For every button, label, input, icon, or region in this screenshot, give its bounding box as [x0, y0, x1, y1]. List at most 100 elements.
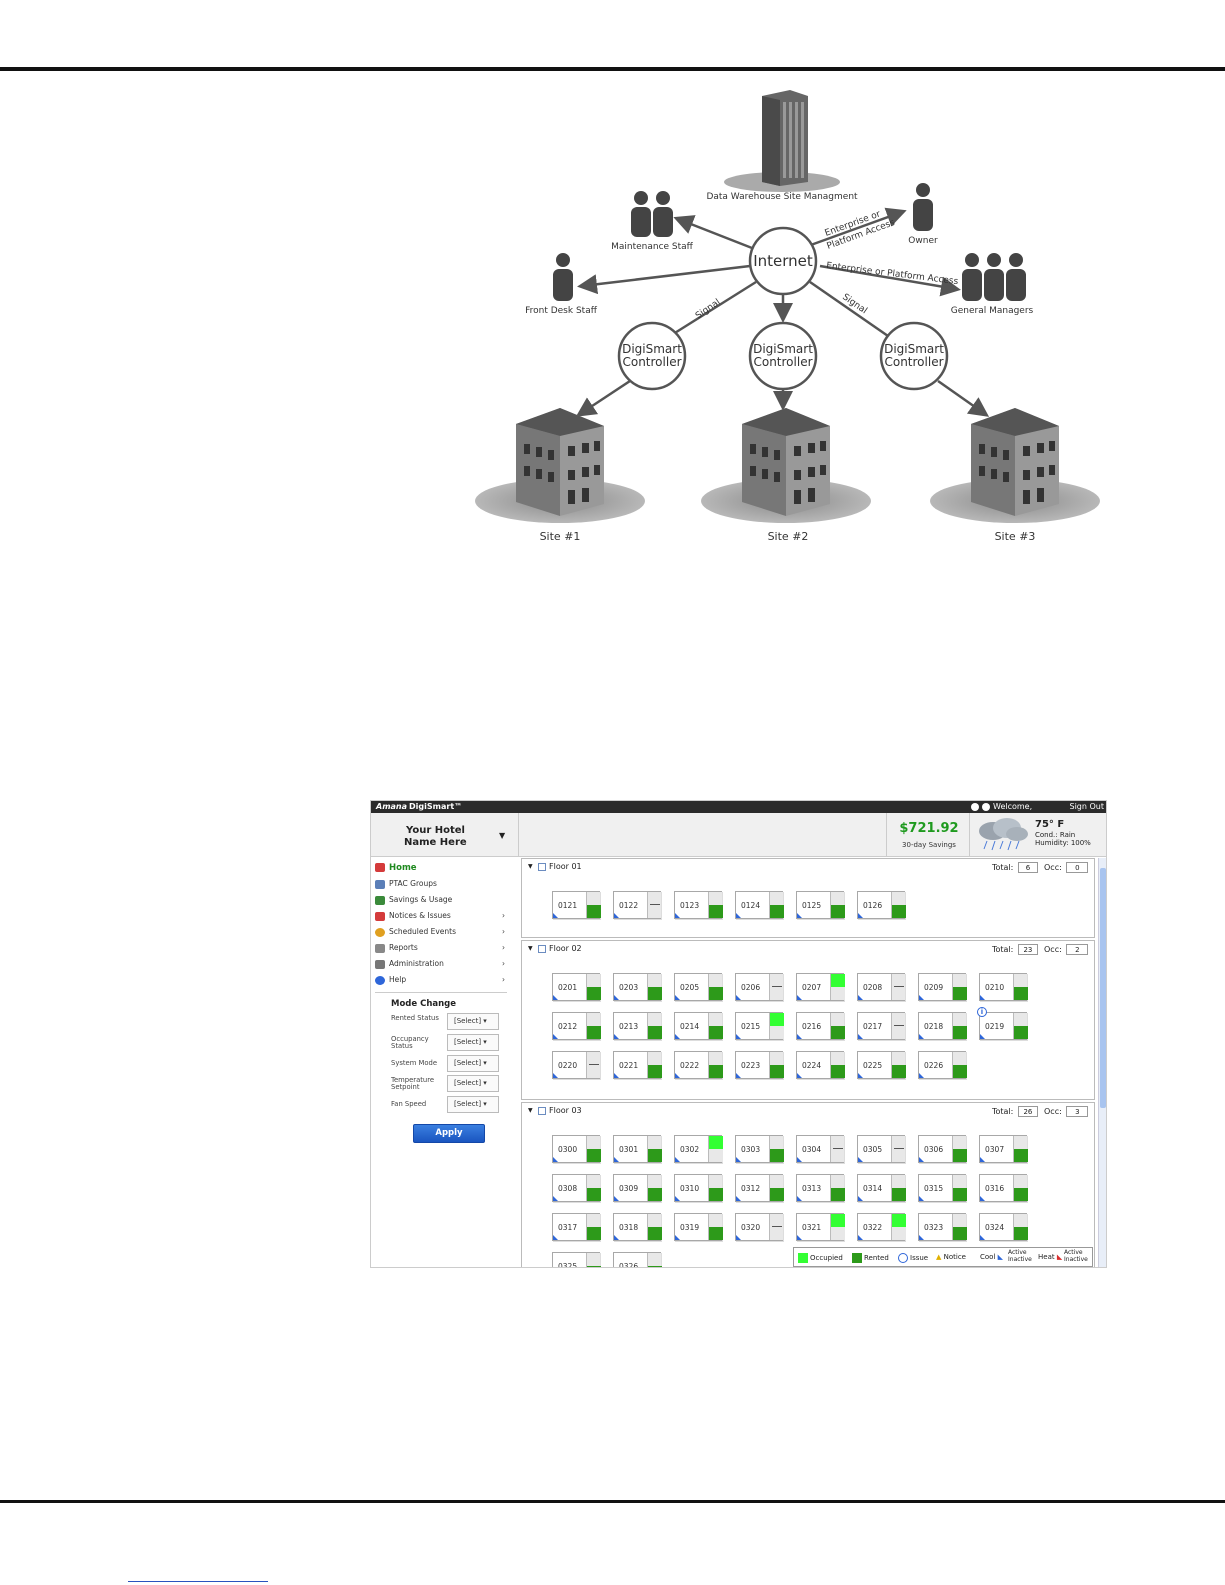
- room-tile[interactable]: 0212: [552, 1012, 601, 1040]
- room-tile[interactable]: 0210: [979, 973, 1028, 1001]
- room-tile[interactable]: 0302: [674, 1135, 723, 1163]
- room-tile[interactable]: 0205: [674, 973, 723, 1001]
- room-tile[interactable]: 0225: [857, 1051, 906, 1079]
- cool-mode-icon: [797, 1073, 802, 1078]
- room-tile[interactable]: 0326: [613, 1252, 662, 1267]
- room-tile[interactable]: 0307: [979, 1135, 1028, 1163]
- room-tile[interactable]: 0304: [796, 1135, 844, 1163]
- floor-checkbox[interactable]: [538, 945, 546, 953]
- room-tile[interactable]: 0301: [613, 1135, 662, 1163]
- room-tile[interactable]: 0309: [613, 1174, 662, 1202]
- room-tile[interactable]: 0318: [613, 1213, 662, 1241]
- cool-mode-icon: [797, 913, 802, 918]
- system-mode-select[interactable]: [Select] ▾: [447, 1055, 499, 1072]
- room-tile[interactable]: 0121: [552, 891, 601, 919]
- room-tile[interactable]: 0310: [674, 1174, 723, 1202]
- room-tile[interactable]: 0316: [979, 1174, 1028, 1202]
- room-tile[interactable]: 0223: [735, 1051, 784, 1079]
- room-tile[interactable]: 0213: [613, 1012, 662, 1040]
- room-tile[interactable]: 0300: [552, 1135, 601, 1163]
- room-tile[interactable]: 0308: [552, 1174, 601, 1202]
- room-tile[interactable]: 0218: [918, 1012, 967, 1040]
- globe-icon[interactable]: [982, 802, 990, 811]
- room-tile[interactable]: 0122: [613, 891, 661, 919]
- sidebar-item-savings[interactable]: Savings & Usage: [375, 893, 511, 907]
- sidebar-item-help[interactable]: Help›: [375, 973, 511, 987]
- floor-checkbox[interactable]: [538, 1107, 546, 1115]
- room-tile[interactable]: 0303: [735, 1135, 784, 1163]
- room-tile[interactable]: 0220: [552, 1051, 600, 1079]
- room-tile[interactable]: 0126: [857, 891, 906, 919]
- room-tile[interactable]: 0226: [918, 1051, 967, 1079]
- room-number: 0320: [741, 1223, 761, 1232]
- room-tile[interactable]: 0320: [735, 1213, 783, 1241]
- room-tile[interactable]: 0215: [735, 1012, 784, 1040]
- sidebar-item-reports[interactable]: Reports›: [375, 941, 511, 955]
- room-tile[interactable]: 0221: [613, 1051, 662, 1079]
- room-tile[interactable]: 0306: [918, 1135, 967, 1163]
- room-tile[interactable]: 0321: [796, 1213, 845, 1241]
- sidebar-divider: [375, 992, 507, 993]
- room-tile[interactable]: 0207: [796, 973, 845, 1001]
- room-number: 0318: [619, 1223, 639, 1232]
- rented-status-select[interactable]: [Select] ▾: [447, 1013, 499, 1030]
- general-managers-label: General Managers: [951, 306, 1034, 316]
- room-tile[interactable]: 0312: [735, 1174, 784, 1202]
- room-tile[interactable]: 0323: [918, 1213, 967, 1241]
- room-tile[interactable]: 0315: [918, 1174, 967, 1202]
- room-tile[interactable]: 0201: [552, 973, 601, 1001]
- room-tile[interactable]: 0324: [979, 1213, 1028, 1241]
- room-number: 0305: [863, 1145, 883, 1154]
- chevron-down-icon[interactable]: ▼: [499, 831, 506, 840]
- room-number: 0214: [680, 1022, 700, 1031]
- edge-label-enterprise-gm: Enterprise or Platform Access: [826, 261, 959, 287]
- occupancy-status-select[interactable]: [Select] ▾: [447, 1034, 499, 1051]
- sidebar-item-scheduled-events[interactable]: Scheduled Events›: [375, 925, 511, 939]
- room-tile[interactable]: 0209: [918, 973, 967, 1001]
- footer-link[interactable]: [128, 1568, 268, 1582]
- temperature-setpoint-select[interactable]: [Select] ▾: [447, 1075, 499, 1092]
- room-tile[interactable]: 0313: [796, 1174, 845, 1202]
- room-status-indicator: [647, 1013, 662, 1039]
- room-tile[interactable]: 0222: [674, 1051, 723, 1079]
- info-icon[interactable]: [971, 802, 979, 811]
- sidebar-item-home[interactable]: Home: [375, 861, 511, 875]
- apply-button[interactable]: Apply: [413, 1124, 485, 1143]
- room-tile[interactable]: 0317: [552, 1213, 601, 1241]
- scrollbar[interactable]: [1098, 858, 1106, 1267]
- room-tile[interactable]: 0322: [857, 1213, 906, 1241]
- room-tile[interactable]: 0203: [613, 973, 662, 1001]
- room-tile[interactable]: 0125: [796, 891, 845, 919]
- room-tile[interactable]: 0123: [674, 891, 723, 919]
- hotel-selector[interactable]: Your Hotel Name Here ▼: [371, 813, 519, 857]
- sign-out-link[interactable]: Sign Out: [1069, 802, 1105, 811]
- collapse-triangle-icon[interactable]: ▼: [528, 863, 533, 870]
- mode-row-rented-status: Rented Status [Select] ▾: [391, 1013, 506, 1031]
- sidebar-item-ptac-groups[interactable]: PTAC Groups: [375, 877, 511, 891]
- sidebar-item-notices[interactable]: Notices & Issues›: [375, 909, 511, 923]
- room-tile[interactable]: 0214: [674, 1012, 723, 1040]
- room-tile[interactable]: 0216: [796, 1012, 845, 1040]
- room-tile[interactable]: 0206: [735, 973, 783, 1001]
- room-tile[interactable]: 0319: [674, 1213, 723, 1241]
- room-status-indicator: [586, 892, 601, 918]
- floor-checkbox[interactable]: [538, 863, 546, 871]
- room-tile[interactable]: 0314: [857, 1174, 906, 1202]
- fan-speed-select[interactable]: [Select] ▾: [447, 1096, 499, 1113]
- room-tile[interactable]: 0124: [735, 891, 784, 919]
- room-tile[interactable]: 0305: [857, 1135, 905, 1163]
- room-number: 0325: [558, 1262, 578, 1268]
- app-header: Your Hotel Name Here ▼ $721.92 30-day Sa…: [371, 813, 1106, 857]
- room-tile[interactable]: 0208: [857, 973, 905, 1001]
- room-tile[interactable]: 0325: [552, 1252, 601, 1268]
- sidebar-item-administration[interactable]: Administration›: [375, 957, 511, 971]
- collapse-triangle-icon[interactable]: ▼: [528, 1107, 533, 1114]
- issue-info-icon[interactable]: i: [977, 1007, 987, 1017]
- room-tile[interactable]: 0217: [857, 1012, 905, 1040]
- room-tile[interactable]: 0224: [796, 1051, 845, 1079]
- cool-mode-icon: [614, 913, 619, 918]
- collapse-triangle-icon[interactable]: ▼: [528, 945, 533, 952]
- scrollbar-thumb[interactable]: [1100, 868, 1106, 1108]
